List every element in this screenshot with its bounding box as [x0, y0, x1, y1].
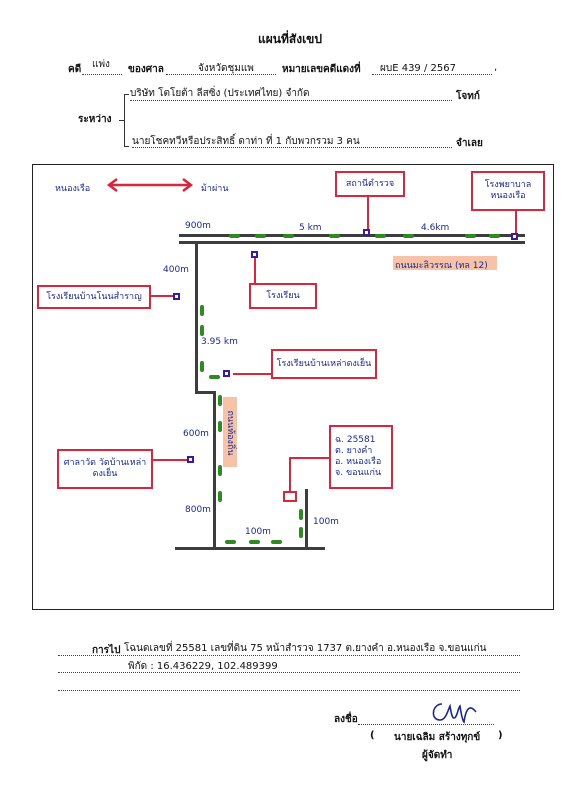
- signer-close-paren: ): [498, 730, 503, 741]
- property-deed: ฉ. 25581: [335, 435, 376, 445]
- police-marker: [363, 229, 370, 236]
- local-road: [195, 244, 198, 392]
- plaintiff-role: โจทก์: [456, 91, 480, 102]
- defendant-role: จำเลย: [456, 138, 483, 149]
- direction-arrow: [106, 178, 194, 192]
- property-district: อ. หนองเรือ: [335, 457, 382, 467]
- temple-marker: [187, 456, 194, 463]
- court-name: จังหวัดชุมแพ: [198, 63, 254, 74]
- bottom-spur-road: [305, 489, 308, 549]
- arrow-right-label: ม้าผ่าน: [201, 184, 229, 194]
- school-mid-box: โรงเรียนบ้านเหล่าดงเย็น: [271, 349, 377, 379]
- hospital-label: โรงพยาบาลหนองเรือ: [484, 180, 532, 201]
- dist-400m: 400m: [163, 265, 189, 275]
- case-no-label: หมายเลขคดีแดงที่: [282, 64, 361, 75]
- property-province: จ. ขอนแก่น: [335, 468, 382, 478]
- signer-open-paren: (: [370, 730, 375, 741]
- school-left-label: โรงเรียนบ้านโนนสำราญ: [46, 291, 142, 302]
- side-road-name: ถนนท้องถิ่น: [225, 410, 235, 456]
- hospital-marker: [511, 233, 518, 240]
- directions-label: การไป: [92, 645, 121, 656]
- school-top-box: โรงเรียน: [249, 283, 317, 309]
- dist-4-6km: 4.6km: [421, 223, 450, 233]
- dist-600m: 600m: [183, 429, 209, 439]
- school-mid-label: โรงเรียนบ้านเหล่าดงเย็น: [276, 358, 372, 369]
- dist-5km: 5 km: [299, 223, 322, 233]
- property-marker: [283, 491, 297, 502]
- school-mid-marker: [223, 370, 230, 377]
- temple-label: ศาลาวัด วัดบ้านเหล่าดงเย็น: [63, 458, 147, 479]
- highway-road: [179, 234, 525, 237]
- highway-name: ถนนมะลิวรรณ (ทล 12): [395, 261, 488, 271]
- dist-800m: 800m: [185, 505, 211, 515]
- hospital-box: โรงพยาบาลหนองเรือ: [471, 171, 545, 211]
- page-title: แผนที่สังเขป: [258, 32, 322, 46]
- dist-3-95km: 3.95 km: [201, 337, 238, 347]
- temple-box: ศาลาวัด วัดบ้านเหล่าดงเย็น: [57, 449, 153, 489]
- property-subdistrict: ต. ยางคำ: [335, 446, 373, 456]
- school-left-marker: [173, 293, 180, 300]
- directions-text: โฉนดเลขที่ 25581 เลขที่ดิน 75 หน้าสำรวจ …: [124, 643, 487, 654]
- police-box: สถานีตำรวจ: [335, 171, 405, 197]
- dist-900m-top: 900m: [185, 221, 211, 231]
- case-label: คดี: [68, 64, 82, 75]
- header-comma: ,: [494, 62, 498, 73]
- plaintiff-name: บริษัท โตโยต้า ลีสซิ่ง (ประเทศไทย) จำกัด: [130, 88, 310, 99]
- dist-100m-bottom: 100m: [245, 527, 271, 537]
- sign-label: ลงชื่อ: [334, 714, 358, 725]
- between-label: ระหว่าง: [78, 114, 112, 125]
- sketch-map: หนองเรือ ม้าผ่าน 900m 5 km 4.6km ถนนมะลิ…: [32, 164, 554, 610]
- party-brace: [124, 94, 125, 146]
- signer-role: ผู้จัดทำ: [422, 750, 453, 761]
- bottom-road: [175, 547, 325, 550]
- police-label: สถานีตำรวจ: [345, 178, 395, 189]
- school-top-label: โรงเรียน: [266, 290, 300, 301]
- court-label: ของศาล: [128, 64, 164, 75]
- signer-name: นายเฉลิม สร้างทุกข์: [394, 732, 481, 743]
- signature: [432, 703, 477, 724]
- property-box: ฉ. 25581 ต. ยางคำ อ. หนองเรือ จ. ขอนแก่น: [329, 425, 393, 489]
- highway-road-lower: [179, 241, 525, 244]
- side-road-highlight: [223, 397, 237, 467]
- school-left-box: โรงเรียนบ้านโนนสำราญ: [37, 285, 151, 309]
- arrow-left-label: หนองเรือ: [55, 184, 91, 194]
- case-number: ผบE 439 / 2567: [380, 63, 456, 74]
- coordinates: พิกัด : 16.436229, 102.489399: [128, 661, 278, 672]
- school-top-marker: [251, 251, 258, 258]
- dist-100m-right: 100m: [313, 517, 339, 527]
- case-type: แพ่ง: [92, 59, 110, 70]
- highway-highlight: [393, 256, 497, 270]
- defendant-name: นายโชคทวีหรือประสิทธิ์ ดาท่า ที่ 1 กับพว…: [132, 136, 360, 147]
